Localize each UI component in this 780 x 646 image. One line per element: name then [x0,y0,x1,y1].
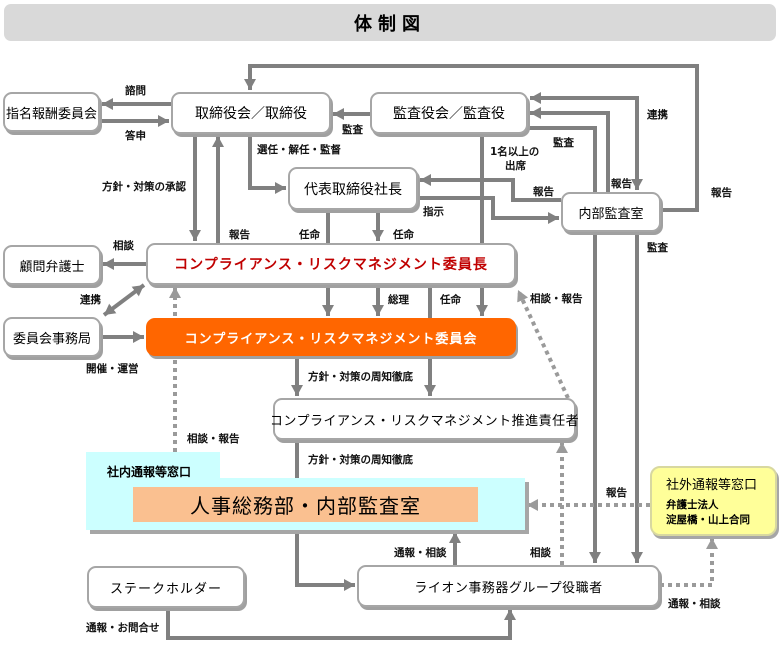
label-report-external: 報告 [606,487,627,499]
box-external-hotline[interactable]: 社外通報等窓口 弁護士法人 淀屋橋・山上合同 [650,466,777,536]
label-appoint-left: 任命 [299,229,320,241]
external-hotline-label: 社外通報等窓口 [666,478,758,493]
label-consult-officers: 相談 [530,547,551,559]
label-general-affairs: 総理 [388,294,409,306]
label-report-ia-auditors: 報告 [611,178,632,190]
label-report-ia-board: 報告 [711,187,732,199]
label-audit-officers: 監査 [647,242,668,254]
edge-ia-report-to-board [244,64,699,212]
box-cr-promoter[interactable]: コンプライアンス・リスクマネジメント推進責任者 [270,398,579,440]
label-consult-report-hotline: 相談・報告 [187,433,240,445]
label-appoint-promoter: 任命 [440,294,461,306]
box-cr-chair[interactable]: コンプライアンス・リスクマネジメント委員長 [146,243,516,285]
label-consult-nomination: 諮問 [125,85,146,97]
label-audit-ia: 監査 [553,137,574,149]
label-host-operate: 開催・運営 [86,363,139,375]
label-report-ia-president: 報告 [533,186,554,198]
label-policy-approval: 方針・対策の承認 [102,181,186,193]
box-legal-advisor[interactable]: 顧問弁護士 [3,245,101,285]
label-attend-line1: 1名以上の [490,146,540,158]
label-consult-report-promoter: 相談・報告 [530,293,583,305]
label-audit-board: 監査 [342,124,363,136]
label-policy-dissemination-2: 方針・対策の周知徹底 [308,454,413,466]
box-president[interactable]: 代表取締役社長 [288,167,418,210]
external-hotline-line2: 淀屋橋・山上合同 [666,514,750,526]
label-notify-consult-hotline: 通報・相談 [394,547,447,559]
edge-stakeholder-notify [166,608,516,640]
edge-instruction [418,196,559,224]
box-group-officers[interactable]: ライオン事務器グループ役職者 [357,565,660,607]
box-auditors[interactable]: 監査役会／監査役 [370,92,528,134]
label-report-chair-board: 報告 [229,229,250,241]
box-internal-audit[interactable]: 内部監査室 [561,192,661,232]
label-consult-legal: 相談 [113,240,134,252]
external-hotline-line1: 弁護士法人 [666,499,719,511]
internal-hotline-label: 社内通報等窓口 [107,465,192,479]
label-policy-dissemination-1: 方針・対策の周知徹底 [308,371,413,383]
edge-dotted-officers-external [660,538,718,587]
box-secretariat[interactable]: 委員会事務局 [3,317,101,357]
box-board[interactable]: 取締役会／取締役 [171,92,331,134]
edge-dotted-promoter-chair [516,289,570,399]
label-liaison-auditors: 連携 [647,109,668,121]
box-cr-committee[interactable]: コンプライアンス・リスクマネジメント委員会 [146,318,516,356]
label-attend-line2: 出席 [505,160,526,172]
box-stakeholder[interactable]: ステークホルダー [87,566,245,608]
label-appoint-supervise: 選任・解任・監督 [257,144,341,156]
internal-hotline-tab [86,452,220,482]
page-title: 体制図 [4,4,776,41]
label-notify-consult-external: 通報・相談 [668,598,721,610]
edge-report-ia-president [420,174,561,202]
edge-liaison-secretariat [102,283,146,317]
internal-hotline-department[interactable]: 人事総務部・内部監査室 [133,487,478,522]
label-appoint-right: 任命 [393,229,414,241]
label-response-nomination: 答申 [125,130,146,142]
box-nomination-committee[interactable]: 指名報酬委員会 [3,92,100,132]
label-instruction: 指示 [423,206,444,218]
edge-appoint-supervise [248,134,286,194]
edge-liaison-auditors [530,92,643,190]
label-notify-inquiry-stakeholder: 通報・お問合せ [86,622,160,634]
label-liaison-secretariat: 連携 [80,294,101,306]
